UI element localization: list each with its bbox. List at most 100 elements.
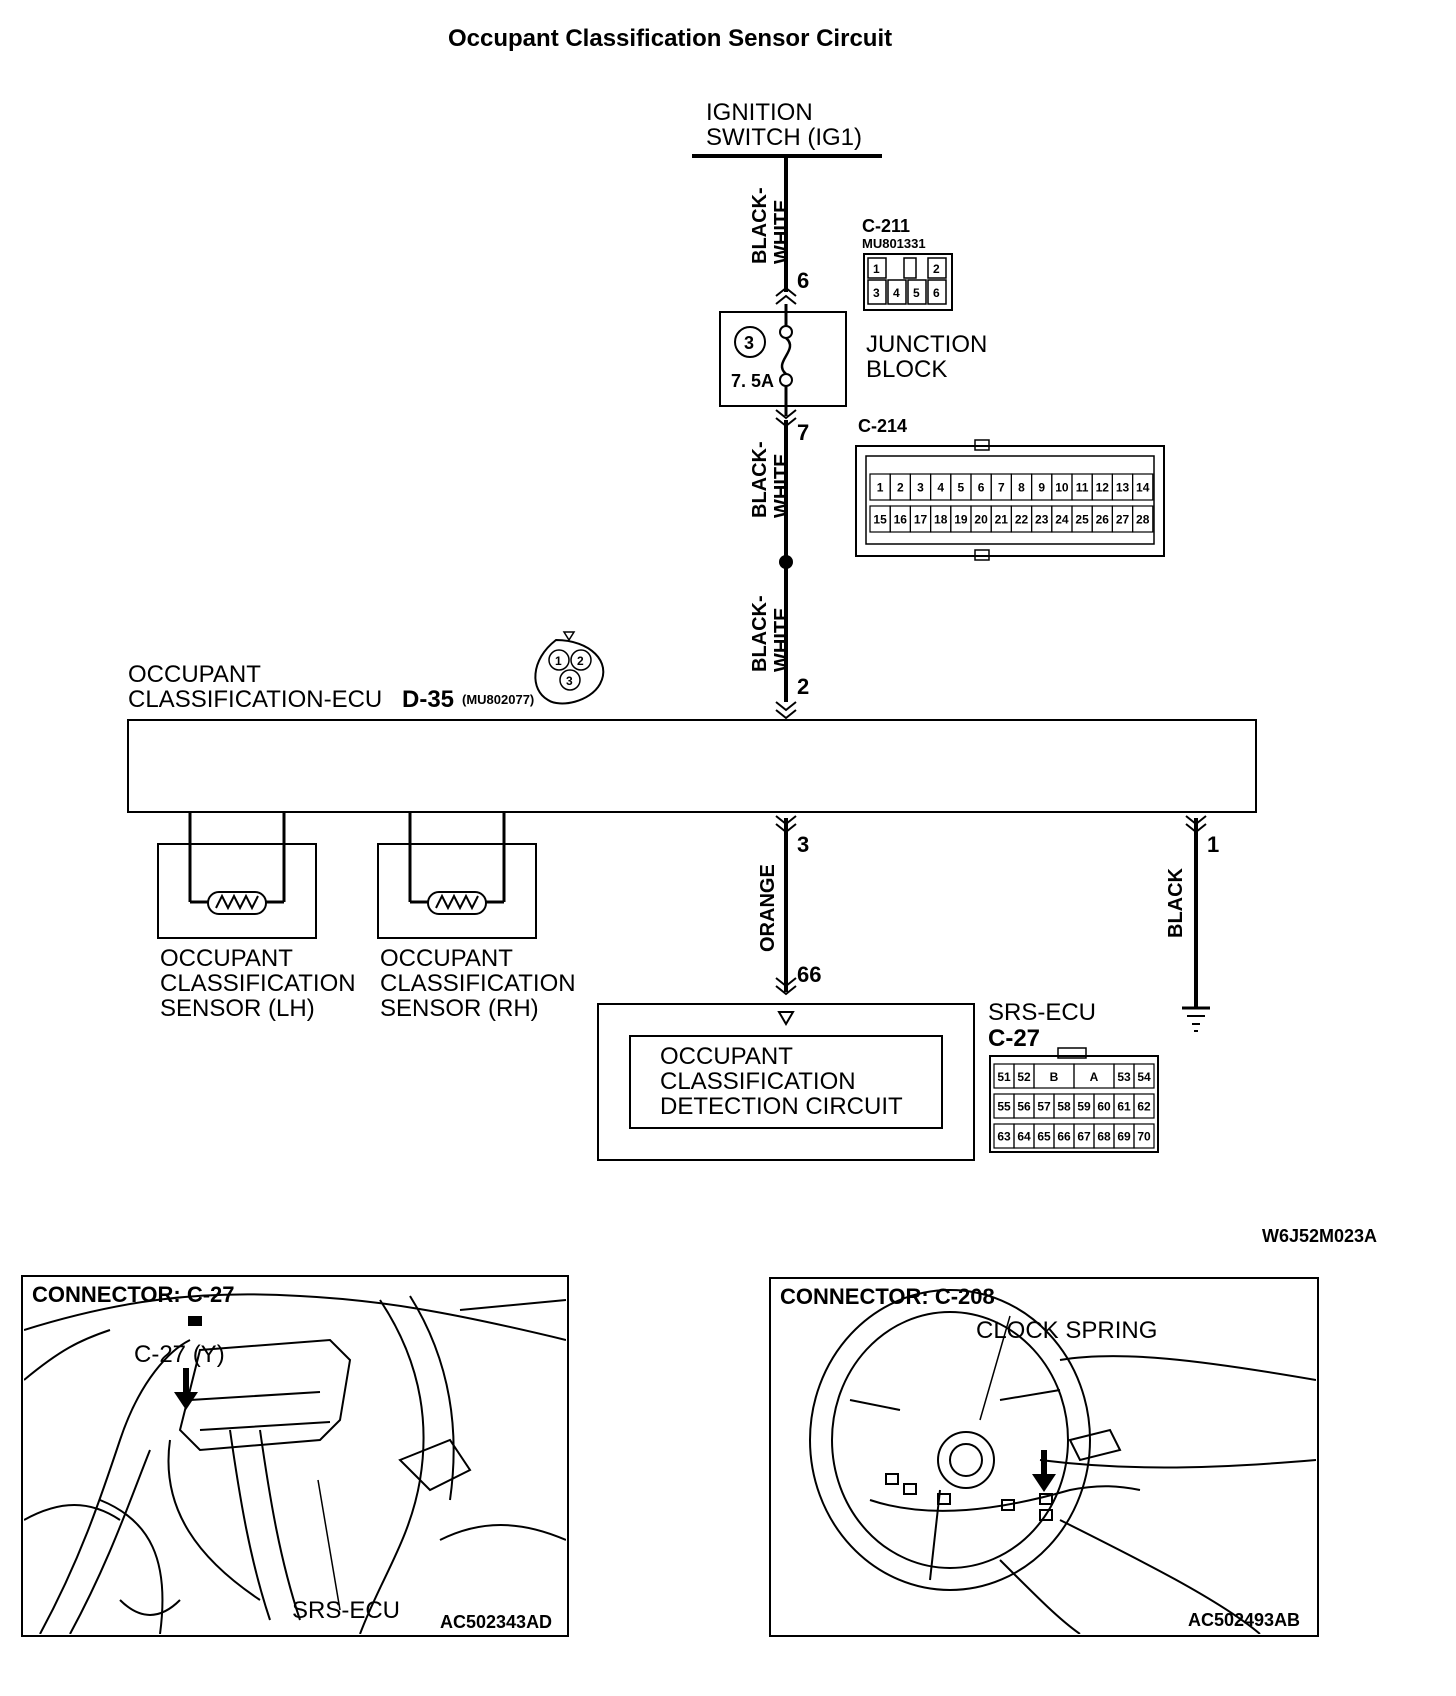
c214-cavity <box>1131 473 1154 501</box>
svg-text:2: 2 <box>933 262 940 276</box>
ecu-part-number: (MU802077) <box>462 692 534 707</box>
detect-label-2: CLASSIFICATION <box>660 1068 856 1095</box>
c214-pin-label: 21 <box>995 513 1009 527</box>
c214-pin-label: 25 <box>1075 513 1089 527</box>
fuse-terminal-bottom <box>779 373 793 387</box>
panel-left-label: SRS-ECU <box>292 1597 400 1624</box>
fuse-number-circle <box>734 326 766 358</box>
c214-pin-label: 18 <box>934 513 948 527</box>
connector-c27-mark <box>188 1316 202 1326</box>
svg-text:6: 6 <box>933 286 940 300</box>
pin-7-label: 7 <box>797 420 809 445</box>
svg-text:BLACK-: BLACK- <box>749 595 771 672</box>
c27-pin-label: 60 <box>1097 1100 1111 1114</box>
c214-pin-label: 13 <box>1116 481 1130 495</box>
fuse-number: 3 <box>744 333 754 353</box>
leader-line <box>317 1479 341 1611</box>
c214-pin-label: 17 <box>914 513 928 527</box>
svg-text:5: 5 <box>913 286 920 300</box>
srs-ecu-code: C-27 <box>988 1025 1040 1052</box>
c27-pin-label: 54 <box>1137 1070 1151 1084</box>
svg-text:BLACK-: BLACK- <box>749 187 771 264</box>
connector-chevron-2 <box>775 701 797 720</box>
c214-pin-label: 6 <box>978 481 985 495</box>
pin-6-label: 6 <box>797 268 809 293</box>
c214-pin-label: 5 <box>958 481 965 495</box>
ecu-connector-code: D-35 <box>402 686 454 713</box>
detection-circuit-box <box>629 1035 943 1129</box>
wire-label-mid: BLACK- WHITE <box>749 441 793 518</box>
panel-connector-c208: CONNECTOR: C-208 CLOCK SPRING AC502493AB <box>769 1277 1319 1637</box>
c214-pin-label: 22 <box>1015 513 1029 527</box>
ecu-label-2: CLASSIFICATION-ECU <box>128 686 382 713</box>
c214-pin-label: 7 <box>998 481 1005 495</box>
c214-pin-label: 14 <box>1136 481 1150 495</box>
c27-pin-label: 52 <box>1017 1070 1031 1084</box>
junction-label-1: JUNCTION <box>866 331 987 358</box>
c27-pin-label: 58 <box>1057 1100 1071 1114</box>
resistor-icon <box>435 893 479 911</box>
ecu-label-1: OCCUPANT <box>128 661 261 688</box>
c214-pin-label: 19 <box>954 513 968 527</box>
c27-pin-label: 69 <box>1117 1130 1131 1144</box>
c27-pin-label: 65 <box>1037 1130 1051 1144</box>
dashboard-illustration <box>24 1293 566 1634</box>
wire-label-orange: ORANGE <box>757 864 779 952</box>
c214-pin-label: 9 <box>1038 481 1045 495</box>
svg-text:2: 2 <box>577 654 584 668</box>
sensor-lh-label-3: SENSOR (LH) <box>160 995 315 1022</box>
resistor-icon <box>215 893 259 911</box>
c27-pin-label: 68 <box>1097 1130 1111 1144</box>
c27-pin-label: 51 <box>997 1070 1011 1084</box>
sensor-rh-label-1: OCCUPANT <box>380 945 513 972</box>
sensor-lh-label-1: OCCUPANT <box>160 945 293 972</box>
c214-pin-label: 28 <box>1136 513 1150 527</box>
fuse-icon <box>780 337 792 375</box>
panel-right-label: CLOCK SPRING <box>976 1317 1157 1344</box>
srs-ecu-name: SRS-ECU <box>988 999 1096 1026</box>
steering-wheel-illustration <box>809 1289 1316 1634</box>
c27-pin-label: 63 <box>997 1130 1011 1144</box>
pin-3-label: 3 <box>797 832 809 857</box>
ecu-body <box>127 719 1257 813</box>
wire-label-top: BLACK- WHITE <box>749 187 793 264</box>
srs-ecu-box <box>597 1003 975 1161</box>
panel-right-title: CONNECTOR: C-208 <box>780 1284 995 1309</box>
c27-pin-label: 61 <box>1117 1100 1131 1114</box>
sensor-rh-label-3: SENSOR (RH) <box>380 995 539 1022</box>
c214-cavity <box>1131 505 1154 533</box>
junction-block-box <box>719 311 847 407</box>
ecu-connector-face: 1 2 3 <box>534 631 605 705</box>
c27-pin-label: 66 <box>1057 1130 1071 1144</box>
c214-pin-label: 23 <box>1035 513 1049 527</box>
female-terminal-icon <box>777 1011 795 1026</box>
connector-chevron-66 <box>775 977 797 996</box>
svg-text:WHITE: WHITE <box>771 608 793 672</box>
c27-pin-label: 59 <box>1077 1100 1091 1114</box>
c27-cavity <box>1133 1123 1155 1149</box>
c214-pin-label: 12 <box>1096 481 1110 495</box>
c27-pin-label: 56 <box>1017 1100 1031 1114</box>
leader-line <box>979 1315 1011 1421</box>
svg-text:3: 3 <box>566 674 573 688</box>
c211-name: C-211 <box>862 216 910 236</box>
c27-pin-label: B <box>1050 1070 1059 1084</box>
svg-text:WHITE: WHITE <box>771 454 793 518</box>
panel-left-callout: C-27 (Y) <box>134 1341 225 1368</box>
junction-label-2: BLOCK <box>866 356 947 383</box>
sensor-lh-label-2: CLASSIFICATION <box>160 970 356 997</box>
pin-1-label: 1 <box>1207 832 1219 857</box>
detect-label-3: DETECTION CIRCUIT <box>660 1093 903 1120</box>
fuse-terminal-top <box>779 325 793 339</box>
c214-pin-label: 1 <box>877 481 884 495</box>
svg-text:1: 1 <box>555 654 562 668</box>
c214-pin-label: 10 <box>1055 481 1069 495</box>
c211-part: MU801331 <box>862 236 926 251</box>
c214-pin-label: 20 <box>974 513 988 527</box>
panel-left-title: CONNECTOR: C-27 <box>32 1282 235 1307</box>
connector-chevron-6 <box>775 286 797 305</box>
c214-pin-label: 4 <box>937 481 944 495</box>
